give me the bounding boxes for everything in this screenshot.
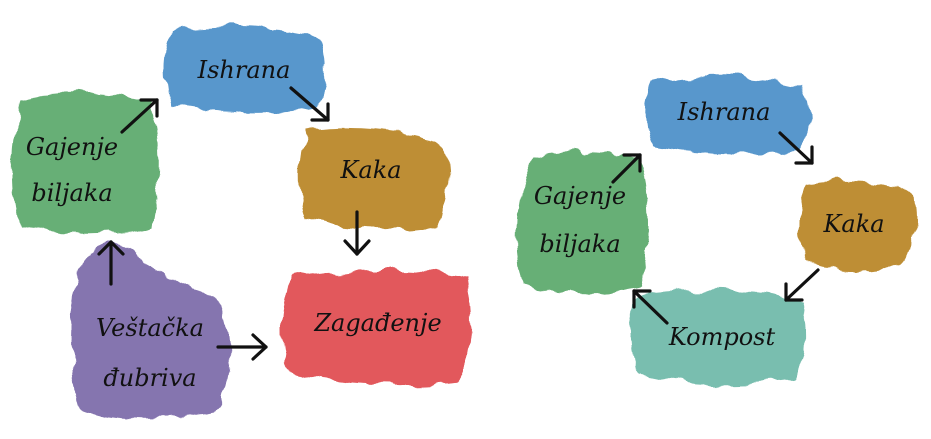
left-node-gajenje-biljaka: Gajenje biljaka bbox=[13, 92, 159, 234]
right-node-kaka: Kaka bbox=[799, 180, 916, 270]
left-arrow-vestacka-to-gajenje bbox=[97, 240, 125, 286]
left-arrow-kaka-to-zagadjenje bbox=[343, 210, 371, 256]
right-kaka-label: Kaka bbox=[822, 210, 884, 238]
right-kompost-label: Kompost bbox=[668, 323, 776, 351]
left-kaka-label: Kaka bbox=[339, 156, 401, 184]
left-node-ishrana: Ishrana bbox=[166, 25, 326, 113]
right-arrow-ishrana-to-kaka bbox=[778, 131, 814, 165]
right-node-gajenje-biljaka: Gajenje biljaka bbox=[517, 151, 649, 293]
right-cycle: Gajenje biljaka Ishrana Kaka Kompost bbox=[517, 76, 916, 384]
right-ishrana-label: Ishrana bbox=[677, 98, 771, 126]
right-gajenje-label-line1: Gajenje bbox=[534, 182, 626, 210]
left-gajenje-label-line1: Gajenje bbox=[26, 133, 118, 161]
left-node-zagadjenje: Zagađenje bbox=[281, 269, 471, 386]
right-arrow-gajenje-to-ishrana bbox=[611, 153, 642, 184]
right-arrow-kompost-to-gajenje bbox=[632, 289, 669, 325]
left-arrow-gajenje-to-ishrana bbox=[120, 98, 159, 134]
left-node-vestacka-djubriva: Veštačka đubriva bbox=[71, 241, 231, 419]
left-node-kaka: Kaka bbox=[299, 126, 448, 231]
left-zagadjenje-label: Zagađenje bbox=[313, 309, 441, 337]
right-node-ishrana: Ishrana bbox=[645, 76, 809, 155]
left-vestacka-label-line2: đubriva bbox=[103, 364, 196, 392]
right-node-kompost: Kompost bbox=[628, 290, 808, 384]
left-cycle: Gajenje biljaka Ishrana Kaka Zagađenje V… bbox=[13, 25, 471, 419]
left-vestacka-label-line1: Veštačka bbox=[96, 314, 204, 342]
right-gajenje-label-line2: biljaka bbox=[539, 230, 620, 258]
left-arrow-ishrana-to-kaka bbox=[289, 86, 330, 122]
left-ishrana-label: Ishrana bbox=[197, 56, 291, 84]
left-gajenje-label-line2: biljaka bbox=[31, 179, 112, 207]
left-arrow-vestacka-to-zagadjenje bbox=[216, 333, 268, 361]
right-arrow-kaka-to-kompost bbox=[784, 268, 820, 302]
